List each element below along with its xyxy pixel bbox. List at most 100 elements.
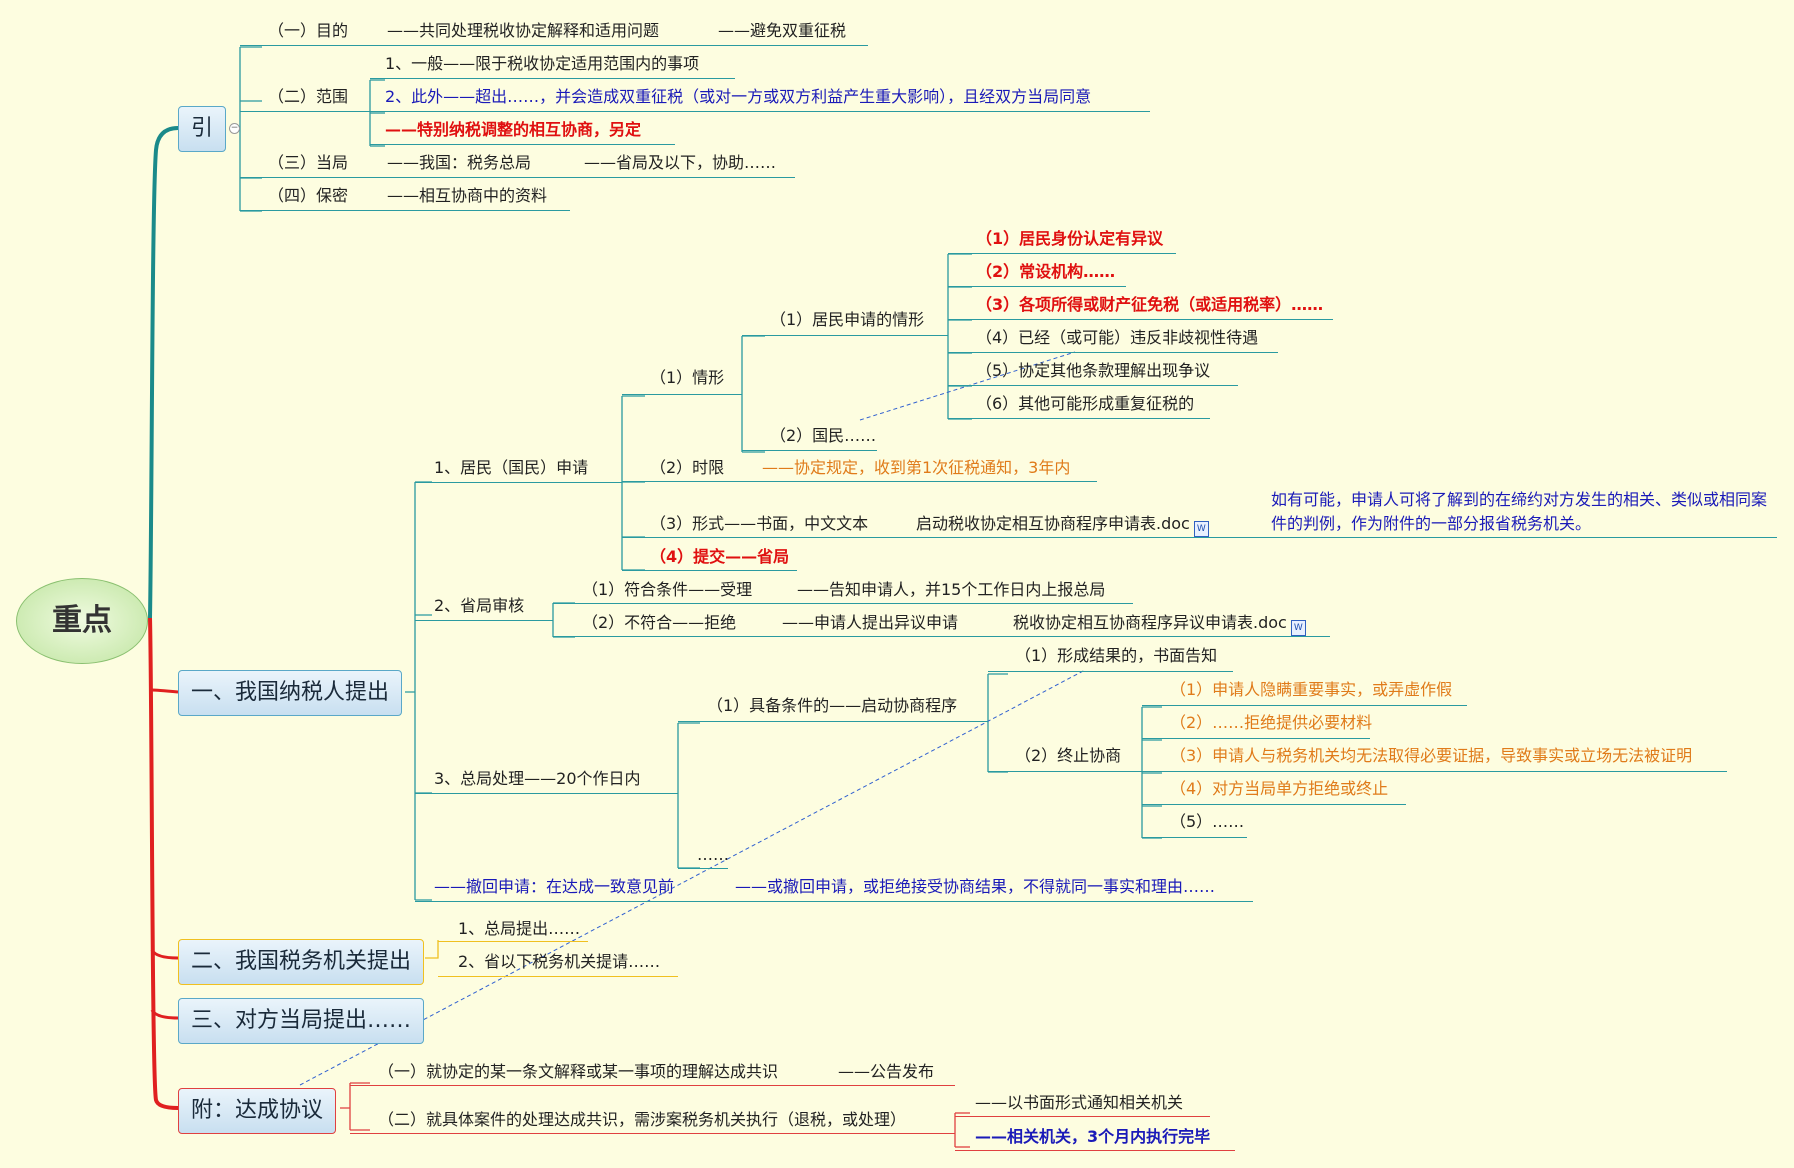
review-no-a[interactable]: ——申请人提出异议申请 (782, 613, 959, 632)
secrecy-a[interactable]: ——相互协商中的资料 (387, 186, 548, 205)
withdraw-label[interactable]: ——撤回申请：在达成一致意见前 (434, 877, 675, 896)
underline (622, 481, 1097, 482)
withdraw-a[interactable]: ——或撤回申请，或拒绝接受协商结果，不得就同一事实和理由…… (735, 877, 1216, 896)
underline (948, 286, 1126, 287)
underline (948, 253, 1176, 254)
resident-item-1[interactable]: （1）居民身份认定有异议 (976, 229, 1164, 248)
agree-b-x[interactable]: ——以书面形式通知相关机关 (975, 1093, 1184, 1112)
topic-intro[interactable]: 引 (178, 106, 227, 152)
underline (370, 144, 675, 145)
situation-label[interactable]: （1）情形 (650, 368, 725, 387)
underline (622, 570, 797, 571)
resident-item-4[interactable]: （4）已经（或可能）违反非歧视性待遇 (976, 328, 1259, 347)
topic-other[interactable]: 三、对方当局提出…… (178, 998, 425, 1044)
underline (1142, 804, 1406, 805)
underline (678, 721, 988, 722)
underline (742, 450, 877, 451)
hq-etc[interactable]: …… (697, 845, 729, 864)
review-ok[interactable]: （1）符合条件——受理 (582, 580, 753, 599)
hq-result[interactable]: （1）形成结果的，书面告知 (1015, 646, 1218, 665)
agree-b-y[interactable]: ——相关机关，3个月内执行完毕 (975, 1127, 1211, 1146)
underline (622, 537, 1777, 538)
apply-label[interactable]: 1、居民（国民）申请 (434, 458, 589, 477)
root-topic[interactable]: 重点 (16, 578, 148, 664)
underline (1142, 837, 1247, 838)
underline (1142, 738, 1370, 739)
purpose-b[interactable]: ——避免双重征税 (718, 21, 847, 40)
scope-a[interactable]: 1、一般——限于税收协定适用范围内的事项 (385, 54, 700, 73)
underline (948, 385, 1238, 386)
underline (370, 78, 735, 79)
review-no[interactable]: （2）不符合——拒绝 (582, 613, 737, 632)
underline (350, 1133, 955, 1134)
collapse-icon[interactable]: − (229, 123, 240, 134)
hq-label[interactable]: 3、总局处理——20个作日内 (434, 769, 641, 788)
hq-start[interactable]: （1）具备条件的——启动协商程序 (707, 696, 958, 715)
scope-b[interactable]: 2、此外——超出……，并会造成双重征税（或对一方或双方利益产生重大影响），且经双… (385, 87, 1092, 106)
scope-label[interactable]: （二）范围 (268, 87, 349, 106)
underline (415, 620, 553, 621)
underline (415, 793, 678, 794)
purpose-label[interactable]: （一）目的 (268, 21, 349, 40)
topic-taxpayer[interactable]: 一、我国纳税人提出 (178, 670, 403, 716)
secrecy-label[interactable]: （四）保密 (268, 186, 349, 205)
underline (948, 319, 1333, 320)
underline (742, 335, 948, 336)
terminate-item-2[interactable]: （2）……拒绝提供必要材料 (1170, 713, 1373, 732)
authority2-b[interactable]: 2、省以下税务机关提请…… (458, 952, 661, 971)
form-label[interactable]: （3）形式——书面，中文文本 (650, 514, 869, 533)
word-file-icon[interactable]: W (1193, 521, 1209, 537)
terminate-item-4[interactable]: （4）对方当局单方拒绝或终止 (1170, 779, 1389, 798)
resident-item-6[interactable]: （6）其他可能形成重复征税的 (976, 394, 1195, 413)
review-label[interactable]: 2、省局审核 (434, 596, 525, 615)
underline (240, 210, 570, 211)
authority-b[interactable]: ——省局及以下，协助…… (584, 153, 777, 172)
underline (438, 941, 588, 942)
purpose-a[interactable]: ——共同处理税收协定解释和适用问题 (387, 21, 660, 40)
underline (553, 603, 1133, 604)
authority-a[interactable]: ——我国：税务总局 (387, 153, 532, 172)
agree-b[interactable]: （二）就具体案件的处理达成共识，需涉案税务机关执行（退税，或处理） (378, 1110, 907, 1129)
agree-a-x[interactable]: ——公告发布 (838, 1062, 935, 1081)
resident-item-5[interactable]: （5）协定其他条款理解出现争议 (976, 361, 1211, 380)
word-file-icon[interactable]: W (1290, 620, 1306, 636)
underline (415, 901, 1253, 902)
scope-c[interactable]: ——特别纳税调整的相互协商，另定 (385, 120, 642, 139)
underline (240, 45, 868, 46)
underline (240, 111, 1150, 112)
form-note[interactable]: 如有可能，申请人可将了解到的在缔约对方发生的相关、类似或相同案件的判例，作为附件… (1271, 490, 1768, 533)
terminate-item-3[interactable]: （3）申请人与税务机关均无法取得必要证据，导致事实或立场无法被证明 (1170, 746, 1693, 765)
national-label[interactable]: （2）国民…… (770, 426, 877, 445)
underline (350, 1085, 955, 1086)
resident-label[interactable]: （1）居民申请的情形 (770, 310, 925, 329)
terminate-label[interactable]: （2）终止协商 (1015, 746, 1122, 765)
topic-authority[interactable]: 二、我国税务机关提出 (178, 939, 425, 985)
terminate-item-5[interactable]: （5）…… (1170, 812, 1245, 831)
underline (955, 1116, 1210, 1117)
underline (678, 868, 728, 869)
resident-item-2[interactable]: （2）常设机构…… (976, 262, 1116, 281)
underline (438, 976, 678, 977)
authority-label[interactable]: （三）当局 (268, 153, 349, 172)
underline (988, 771, 1142, 772)
agree-a[interactable]: （一）就协定的某一条文解释或某一事项的理解达成共识 (378, 1062, 779, 1081)
submit-label[interactable]: （4）提交——省局 (650, 547, 790, 566)
underline (988, 671, 1233, 672)
underline (955, 1150, 1235, 1151)
underline (622, 394, 742, 395)
underline (553, 636, 1330, 637)
underline (1142, 771, 1727, 772)
underline (1142, 705, 1467, 706)
underline (948, 352, 1278, 353)
resident-item-3[interactable]: （3）各项所得或财产征免税（或适用税率）…… (976, 295, 1324, 314)
terminate-item-1[interactable]: （1）申请人隐瞒重要事实，或弄虚作假 (1170, 680, 1453, 699)
limit-a[interactable]: ——协定规定，收到第1次征税通知，3年内 (762, 458, 1071, 477)
review-ok-a[interactable]: ——告知申请人，并15个工作日内上报总局 (797, 580, 1106, 599)
topic-agree[interactable]: 附：达成协议 (178, 1088, 337, 1134)
limit-label[interactable]: （2）时限 (650, 458, 725, 477)
authority2-a[interactable]: 1、总局提出…… (458, 919, 581, 938)
underline (948, 418, 1210, 419)
underline (415, 482, 622, 483)
